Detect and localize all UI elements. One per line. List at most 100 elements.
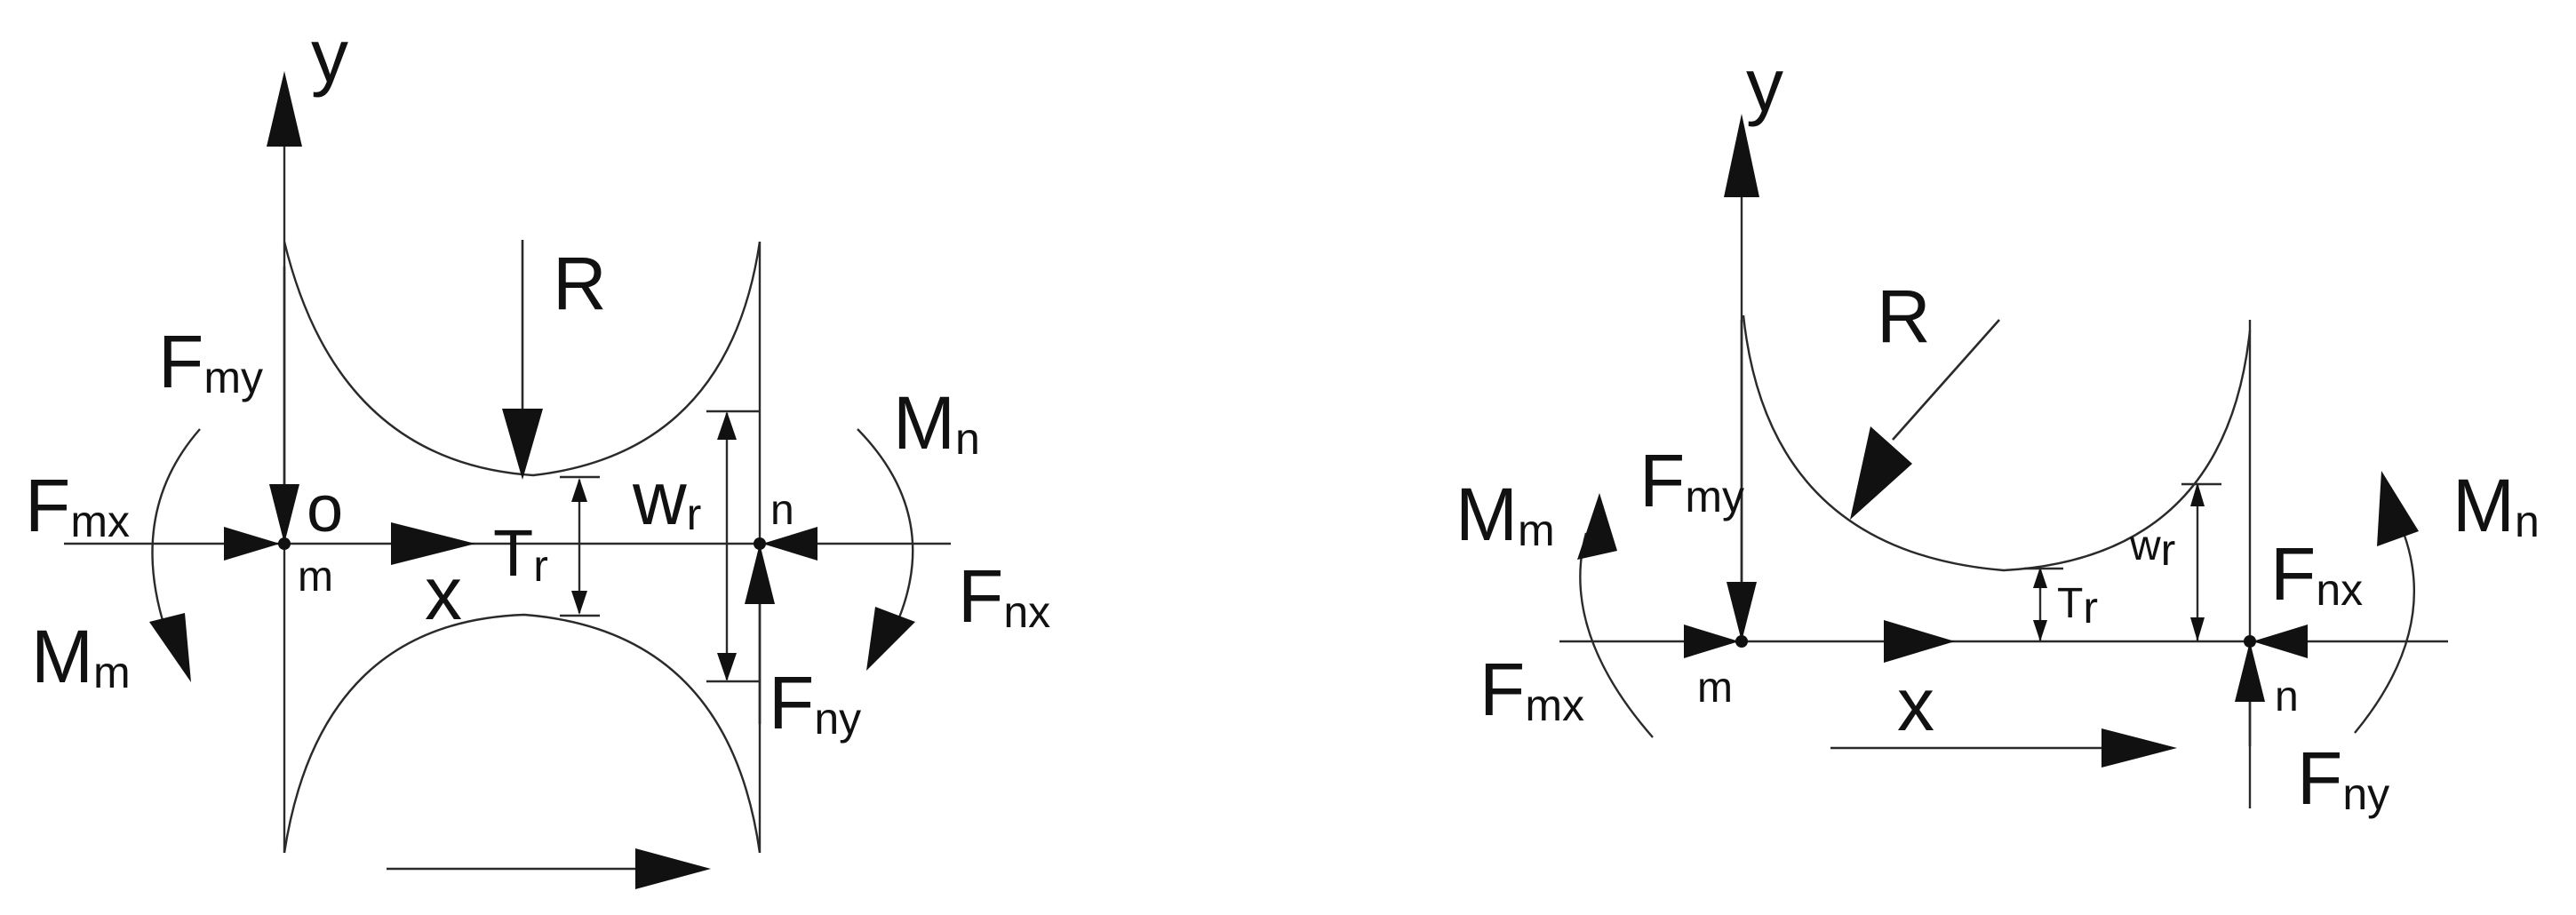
right-fmx-arrowhead — [1684, 625, 1739, 658]
right-mn-base: M — [2452, 464, 2515, 547]
left-point-n — [754, 537, 766, 550]
left-wr-label: wr — [632, 457, 701, 540]
left-r-arrowhead — [502, 409, 543, 480]
left-tr-top-tick — [571, 478, 587, 502]
right-fny-base: F — [2297, 736, 2342, 820]
right-roller-arc — [1742, 314, 2252, 572]
left-wr-top-tick — [717, 411, 737, 440]
right-point-m — [1735, 635, 1748, 648]
right-mn-arrowhead — [2377, 471, 2419, 546]
left-m-label: m — [298, 553, 333, 601]
left-upper-arc — [283, 241, 762, 477]
left-r-label: R — [553, 242, 607, 325]
left-tr-sub: r — [533, 541, 548, 591]
right-motion-arrowhead — [2101, 728, 2177, 768]
right-n-label: n — [2275, 673, 2299, 720]
right-mn-arc — [2354, 532, 2416, 734]
left-diagram: y x o m n R Fmy Fmx Mm Mn Fnx Fny Tr wr — [25, 14, 1050, 889]
right-fmy-base: F — [1639, 439, 1685, 522]
left-o-label: o — [307, 472, 343, 545]
right-mm-label: Mm — [1455, 473, 1555, 556]
left-fmy-sub: my — [203, 353, 263, 402]
right-y-label: y — [1746, 44, 1783, 127]
left-wr-base: w — [632, 457, 687, 540]
left-tr-base: T — [493, 516, 533, 590]
left-mn-arc — [857, 428, 914, 623]
right-fny-sub: ny — [2342, 769, 2389, 819]
left-mn-sub: n — [955, 414, 980, 464]
right-r-arrowhead — [1850, 426, 1912, 520]
right-mm-sub: m — [1518, 505, 1555, 555]
right-point-n — [2244, 635, 2256, 648]
right-tr-top-tick — [2033, 567, 2047, 588]
left-fmy-arrowhead — [269, 484, 299, 544]
left-fnx-sub: nx — [1003, 587, 1050, 637]
left-fnx-base: F — [958, 554, 1003, 638]
left-mm-base: M — [31, 615, 93, 698]
right-fnx-label: Fnx — [2270, 532, 2363, 616]
right-diagram: y x m n R Fmy Fmx Mm Mn Fnx Fny Tr wr — [1455, 44, 2540, 820]
right-r-label: R — [1877, 274, 1931, 358]
right-m-label: m — [1697, 664, 1733, 712]
right-y-arrowhead — [1724, 114, 1759, 197]
left-fny-base: F — [769, 661, 814, 744]
right-fmx-base: F — [1479, 648, 1525, 731]
left-wr-sub: r — [687, 489, 702, 539]
right-fny-arrowhead — [2235, 641, 2265, 702]
left-y-label: y — [311, 14, 348, 98]
right-fmy-arrowhead — [1727, 582, 1757, 641]
left-fnx-label: Fnx — [958, 554, 1050, 638]
right-mm-base: M — [1455, 473, 1518, 556]
right-fnx-sub: nx — [2316, 565, 2363, 615]
right-tr-sub: r — [2083, 583, 2098, 633]
left-tr-label: Tr — [493, 516, 548, 591]
right-fmy-sub: my — [1685, 472, 1744, 521]
left-motion-arrowhead — [635, 848, 711, 889]
left-mn-base: M — [893, 381, 955, 465]
right-mm-arrowhead — [1577, 493, 1617, 560]
left-fmy-label: Fmy — [158, 320, 263, 403]
right-wr-label: wr — [2129, 522, 2175, 575]
right-fny-label: Fny — [2297, 736, 2389, 820]
right-fnx-arrowhead — [2253, 625, 2308, 658]
left-mm-sub: m — [93, 648, 131, 697]
left-fny-label: Fny — [769, 661, 861, 744]
right-tr-label: Tr — [2057, 580, 2098, 633]
right-wr-top-tick — [2190, 482, 2205, 506]
left-n-label: n — [770, 487, 794, 534]
left-mn-label: Mn — [893, 381, 980, 465]
left-x-label: x — [425, 552, 462, 635]
right-fnx-base: F — [2270, 532, 2316, 616]
left-fmx-label: Fmx — [25, 464, 130, 547]
right-wr-sub: r — [2161, 525, 2176, 575]
left-wr-bottom-tick — [717, 653, 737, 681]
right-fmx-label: Fmx — [1479, 648, 1584, 731]
left-x-arrowhead — [391, 522, 475, 565]
left-fmx-sub: mx — [70, 497, 130, 546]
right-x-label: x — [1897, 663, 1934, 746]
left-fny-sub: ny — [814, 694, 861, 744]
right-mn-label: Mn — [2452, 464, 2540, 547]
left-tr-bottom-tick — [571, 591, 587, 615]
left-fmy-base: F — [158, 320, 203, 403]
left-fmx-base: F — [25, 464, 70, 547]
right-wr-bottom-tick — [2190, 617, 2205, 641]
left-mn-arrowhead — [866, 607, 915, 671]
left-point-m — [278, 537, 291, 550]
left-mm-arc — [151, 428, 201, 640]
left-fmx-arrowhead — [224, 527, 280, 561]
right-fmy-label: Fmy — [1639, 439, 1744, 522]
left-mm-arrowhead — [149, 613, 191, 682]
right-mm-arc — [1579, 532, 1654, 738]
left-fnx-arrowhead — [762, 527, 817, 561]
right-tr-base: T — [2057, 580, 2083, 627]
right-mn-sub: n — [2515, 497, 2540, 546]
right-wr-base: w — [2129, 522, 2161, 569]
left-fny-arrowhead — [745, 544, 775, 604]
left-y-arrowhead — [267, 71, 302, 147]
left-mm-label: Mm — [31, 615, 131, 698]
right-fmx-sub: mx — [1525, 680, 1584, 730]
left-lower-arc — [283, 613, 762, 854]
